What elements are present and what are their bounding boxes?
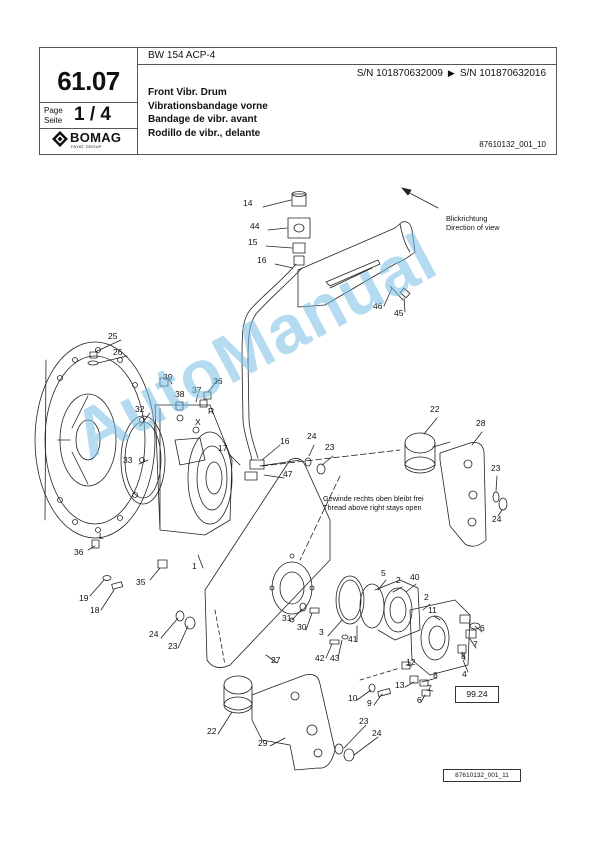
callout-22: 22	[430, 404, 440, 414]
callout-24: 24	[492, 514, 502, 524]
callout-6: 6	[480, 623, 485, 633]
title-block: 61.07 Page Seite 1 / 4 BOMAG FAYAT GROUP…	[39, 47, 557, 155]
callout-2: 2	[424, 592, 429, 602]
callout-45: 45	[394, 308, 404, 318]
callout-R: R	[208, 406, 215, 416]
part-titles: Front Vibr. Drum Vibrationsbandage vorne…	[148, 86, 268, 140]
callout-2: 2	[396, 575, 401, 585]
callout-38: 38	[175, 389, 185, 399]
bomag-logo: BOMAG FAYAT GROUP	[52, 130, 132, 150]
page-label: Page Seite	[44, 106, 63, 125]
section-number: 61.07	[57, 66, 120, 96]
callout-16: 16	[280, 436, 290, 446]
callout-4: 4	[462, 669, 467, 679]
callout-25: 25	[108, 331, 118, 341]
callout-30: 30	[297, 622, 307, 632]
view-direction-note: Blickrichtung Direction of view	[446, 214, 500, 232]
callout-9: 9	[367, 698, 372, 708]
callout-24: 24	[149, 629, 159, 639]
title-fr: Bandage de vibr. avant	[148, 114, 257, 126]
callout-11: 11	[428, 605, 437, 615]
callout-10: 10	[348, 693, 358, 703]
callout-41: 41	[348, 634, 358, 644]
callout-23: 23	[325, 442, 335, 452]
callout-15: 15	[248, 237, 258, 247]
model-row: BW 154 ACP-4	[138, 48, 556, 65]
callout-18: 18	[90, 605, 100, 615]
logo-wordmark: BOMAG	[70, 130, 122, 145]
callout-22: 22	[207, 726, 217, 736]
callout-33: 33	[123, 455, 133, 465]
callout-23: 23	[359, 716, 369, 726]
serial-range: S/N 101870632009 ▶ S/N 101870632016	[357, 68, 546, 79]
callout-7: 7	[473, 639, 478, 649]
page-number: 1 / 4	[74, 104, 111, 125]
callout-8: 8	[461, 651, 466, 661]
callout-39: 39	[163, 372, 173, 382]
description-panel: BW 154 ACP-4 S/N 101870632009▶S/N 101870…	[138, 48, 556, 154]
callout-17: 17	[218, 443, 228, 453]
callout-47: 47	[283, 469, 293, 479]
bomag-diamond-icon	[52, 131, 68, 147]
callout-13: 13	[395, 680, 405, 690]
callout-43: 43	[330, 653, 340, 663]
callout-24: 24	[307, 431, 317, 441]
callout-32: 32	[135, 404, 145, 414]
callout-37: 37	[192, 385, 202, 395]
serial-from: S/N 101870632009	[356, 68, 443, 79]
callout-27: 27	[271, 655, 281, 665]
callout-X: X	[195, 417, 201, 427]
callout-16: 16	[257, 255, 267, 265]
callout-19: 19	[79, 593, 89, 603]
callout-29: 29	[258, 738, 268, 748]
cross-reference-box: 99.24	[455, 686, 499, 703]
drawing-number: 87610132_001_11	[443, 769, 521, 782]
serial-to: S/N 101870632016	[459, 68, 546, 79]
callout-12: 12	[406, 657, 416, 667]
callout-3: 3	[319, 627, 324, 637]
callout-23: 23	[491, 463, 501, 473]
callout-6: 6	[417, 695, 422, 705]
callout-24: 24	[372, 728, 382, 738]
callout-36: 36	[74, 547, 84, 557]
title-es: Rodillo de vibr., delante	[148, 127, 261, 139]
callout-40: 40	[410, 572, 420, 582]
model-name: BW 154 ACP-4	[148, 50, 216, 61]
logo-subtitle: FAYAT GROUP	[71, 144, 102, 149]
arrow-right-icon: ▶	[447, 68, 455, 78]
callout-23: 23	[168, 641, 178, 651]
title-de: Vibrationsbandage vorne	[148, 100, 268, 112]
callout-8: 8	[433, 670, 438, 680]
drawing-linework	[34, 187, 508, 771]
callout-14: 14	[243, 198, 253, 208]
section-panel: 61.07 Page Seite 1 / 4 BOMAG FAYAT GROUP	[40, 48, 138, 154]
callout-1: 1	[192, 561, 197, 571]
page-indicator: Page Seite 1 / 4	[40, 102, 137, 129]
callout-31: 31	[282, 613, 292, 623]
callout-36: 36	[213, 376, 223, 386]
callout-5: 5	[381, 568, 386, 578]
title-en: Front Vibr. Drum	[148, 87, 227, 98]
callout-L: L	[99, 531, 104, 541]
callout-42: 42	[315, 653, 325, 663]
callout-44: 44	[250, 221, 260, 231]
callout-46: 46	[373, 301, 383, 311]
callout-28: 28	[476, 418, 486, 428]
thread-note: Gewinde rechts oben bleibt frei Thread a…	[323, 494, 424, 512]
callout-7: 7	[427, 683, 432, 693]
document-number: 87610132_001_10	[479, 140, 546, 149]
callout-35: 35	[136, 577, 146, 587]
callout-26: 26	[113, 347, 123, 357]
